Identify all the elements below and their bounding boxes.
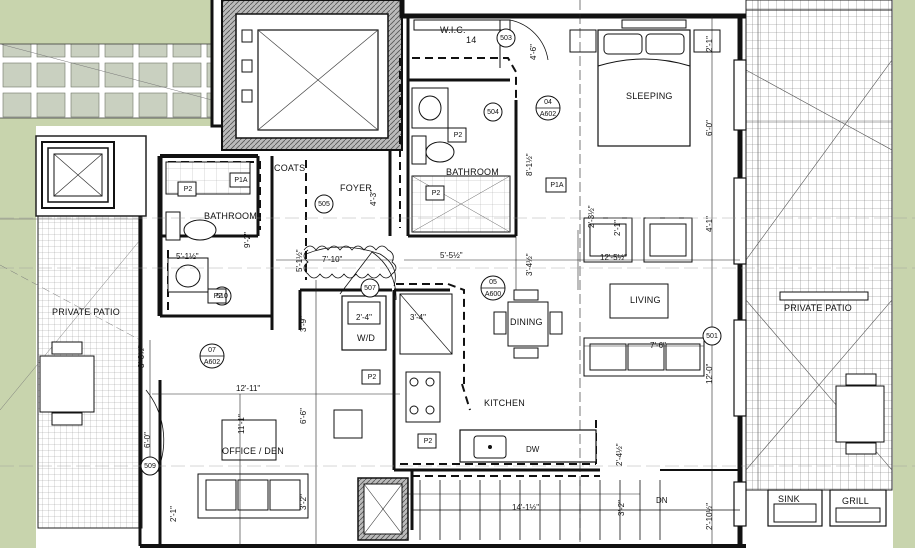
dim-12-0: 12'-0" [705, 363, 714, 384]
room-label-bathroom-upper: BATHROOM [446, 167, 499, 177]
door-tag-503: 503 [500, 35, 512, 42]
finish-tag-p2: P2 [213, 293, 223, 300]
label-grill: GRILL [842, 496, 870, 506]
dim-2-10-2: 2'-10½" [705, 502, 714, 530]
room-label-living: LIVING [630, 295, 661, 305]
dim-5-1-2-b: 5'-1½" [295, 249, 304, 272]
room-label-bathroom-left: BATHROOM [204, 211, 257, 221]
dashed-lines [167, 57, 600, 477]
label-sink: SINK [778, 494, 800, 504]
dim-3-2-b: 3'-2" [617, 500, 626, 516]
finish-tag-p2: P2 [453, 132, 463, 139]
coffee-table [609, 283, 669, 319]
room-label-foyer: FOYER [340, 183, 373, 193]
door-tag-510: 510 [216, 293, 228, 300]
dim-3-2: 3'-2" [299, 494, 308, 510]
stair-treads [412, 480, 740, 540]
dim-7-10: 7'-10" [322, 255, 343, 264]
finish-tag-p2: P2 [183, 186, 193, 193]
dim-12-5-1-2: 12'-5½" [600, 253, 628, 262]
room-label-wic-number: 14 [466, 35, 477, 45]
dim-12-11: 12'-11" [236, 384, 261, 393]
dim-2-11-b: 2'-1" [613, 220, 622, 236]
pavers-top-left [0, 44, 212, 118]
finish-tag-p1a: P1A [234, 177, 248, 184]
door-tag-505: 505 [318, 201, 330, 208]
dim-5-1-2: 5'-1½" [176, 252, 199, 261]
dim-9-2: 9'-2" [243, 232, 252, 248]
dim-3-4: 3'-4" [410, 313, 426, 322]
room-label-wd: W/D [357, 333, 376, 343]
label-dishwasher: DW [526, 445, 540, 454]
section-tag-04: 04 [544, 99, 552, 106]
dim-2-1: 2'-1" [169, 506, 178, 522]
lawn-right [893, 0, 915, 548]
door-tag-509: 509 [144, 463, 156, 470]
dim-2-11: 2'-1" [705, 36, 714, 52]
dim-2-3-2: 2'-3½" [587, 205, 596, 228]
patio-table-right [835, 385, 885, 443]
revision-cloud [303, 245, 397, 279]
room-label-office: OFFICE / DEN [222, 446, 284, 456]
dim-4-11: 4'-1" [705, 216, 714, 232]
lawn-left [0, 126, 36, 548]
section-sheet-04: A602 [539, 111, 557, 118]
room-label-private-patio-left: PRIVATE PATIO [52, 307, 120, 317]
dim-2-4: 2'-4" [356, 313, 372, 322]
section-sheet-05: A600 [484, 291, 502, 298]
door-tag-504: 504 [487, 109, 499, 116]
finish-tag-p2: P2 [423, 438, 433, 445]
dim-3-4-1-2: 3'-4½" [525, 253, 534, 276]
patio-bench-right [779, 291, 869, 301]
dim-2-4-2: 2'-4½" [615, 443, 624, 466]
dining-table [507, 301, 549, 347]
patio-table-left [39, 355, 95, 413]
room-label-private-patio-right: PRIVATE PATIO [784, 303, 852, 313]
room-label-kitchen: KITCHEN [484, 398, 525, 408]
dimension-lines [149, 0, 740, 546]
wic-shelves [413, 19, 511, 31]
section-tag-05: 05 [489, 279, 497, 286]
office-chair [333, 409, 363, 439]
finish-tag-p2: P2 [367, 374, 377, 381]
finish-tag-p2: P2 [431, 190, 441, 197]
label-stair-down: DN [656, 496, 668, 505]
door-tag-501: 501 [706, 333, 718, 340]
dim-11-1: 11'-1" [237, 414, 246, 434]
dim-3-9: 3'-9" [299, 316, 308, 332]
room-label-sleeping: SLEEPING [626, 91, 673, 101]
door-tag-507: 507 [364, 285, 376, 292]
desk [221, 419, 277, 461]
dim-6-0: 6'-0" [143, 432, 152, 448]
dim-5-5-2: 5'-5½" [440, 251, 463, 260]
room-label-dining: DINING [510, 317, 543, 327]
section-sheet-07: A602 [203, 359, 221, 366]
finish-tag-p1a: P1A [550, 182, 564, 189]
dim-6-0-sleeping: 6'-0" [705, 120, 714, 136]
finish-tag-boxes [177, 127, 567, 449]
dim-3-6-1-2: 3'-6½" [137, 345, 146, 368]
dim-6-6: 6'-6" [299, 408, 308, 424]
dim-7-6: 7'-6" [650, 341, 666, 350]
dim-8-1-2: 8'-1½" [525, 153, 534, 176]
dim-4-6: 4'-6" [529, 44, 538, 60]
dim-14-1-2: 14'-1½" [512, 503, 540, 512]
room-label-coats: COATS [274, 163, 306, 173]
room-label-wic: W.I.C. [440, 25, 466, 35]
dim-4-3: 4'-3" [369, 190, 378, 206]
section-tag-07: 07 [208, 347, 216, 354]
